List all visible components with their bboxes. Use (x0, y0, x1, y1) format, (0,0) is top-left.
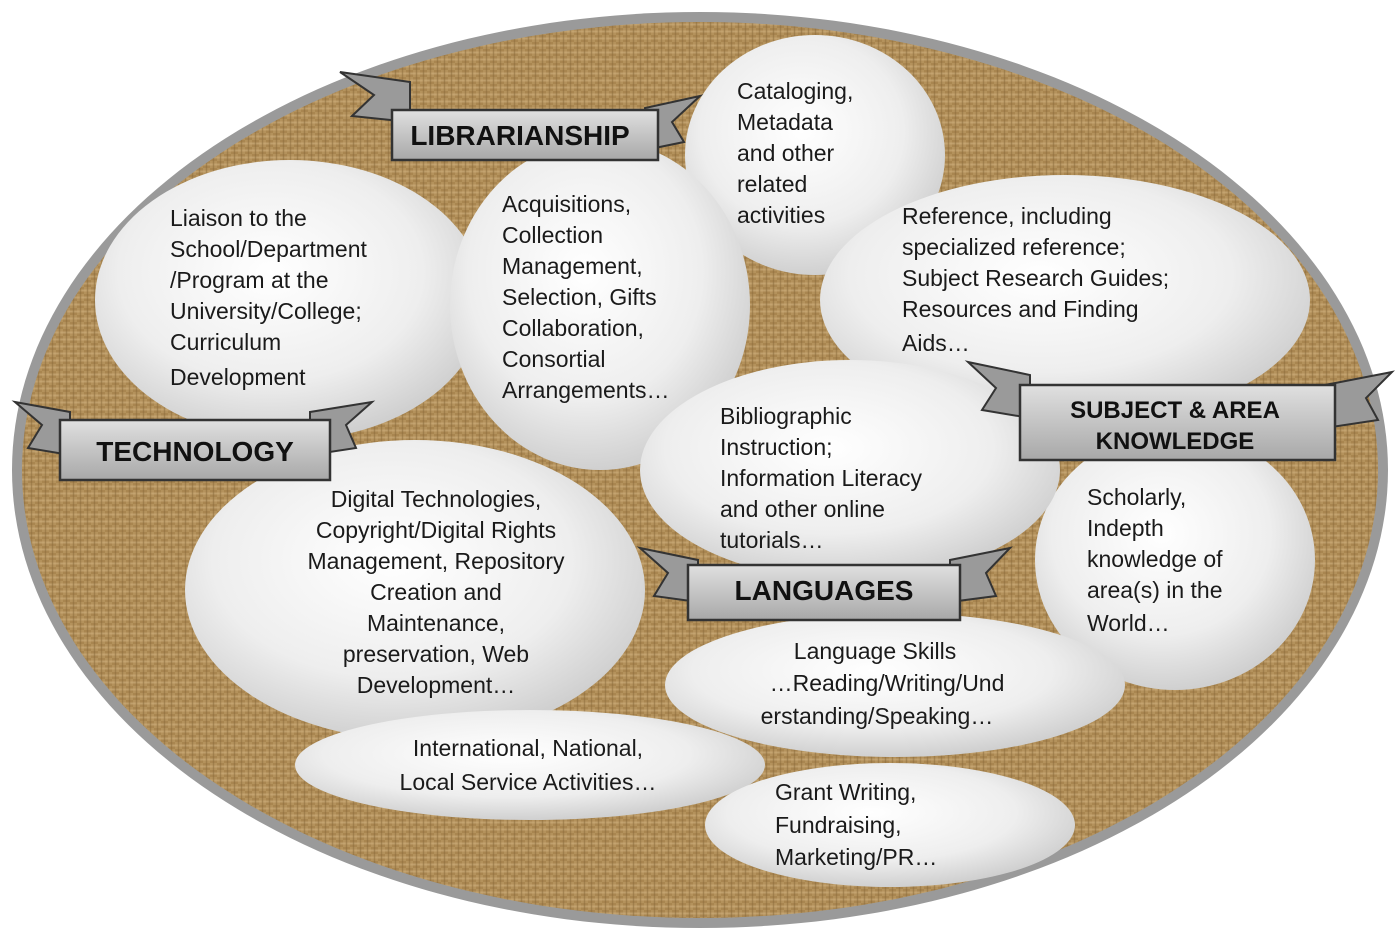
acquisitions-line: Collaboration, (502, 315, 644, 341)
grant-line: Marketing/PR… (775, 844, 937, 870)
banner-subject-line1: SUBJECT & AREA (1070, 397, 1280, 424)
digital-text: Digital Technologies, Copyright/Digital … (308, 486, 565, 698)
service-text: International, National, Local Service A… (400, 735, 657, 795)
bibliographic-line: and other online (720, 496, 885, 522)
liaison-line: University/College; (170, 298, 362, 324)
bubble-acquisitions (450, 140, 750, 470)
acquisitions-line: Selection, Gifts (502, 284, 657, 310)
reference-line: Subject Research Guides; (902, 265, 1169, 291)
reference-line: Resources and Finding (902, 296, 1139, 322)
bubble-language-skills (665, 613, 1125, 757)
grant-line: Grant Writing, (775, 779, 916, 805)
reference-text: Reference, including specialized referen… (902, 203, 1169, 356)
scholarly-line: Scholarly, (1087, 484, 1186, 510)
digital-line: Development… (357, 672, 516, 698)
bubble-reference (820, 175, 1310, 425)
service-line: International, National, (413, 735, 643, 761)
language-skills-text: Language Skills …Reading/Writing/Und ers… (761, 638, 1005, 729)
acquisitions-line: Acquisitions, (502, 191, 631, 217)
liaison-line: Development (170, 364, 306, 390)
bubble-digital (185, 440, 645, 740)
bubble-liaison (95, 160, 485, 440)
digital-line: Copyright/Digital Rights (316, 517, 556, 543)
scholarly-line: Indepth (1087, 515, 1164, 541)
scholarly-line: area(s) in the (1087, 577, 1223, 603)
cataloging-text: Cataloging, Metadata and other related a… (737, 78, 853, 228)
bibliographic-line: Instruction; (720, 434, 833, 460)
liaison-line: Liaison to the (170, 205, 307, 231)
liaison-line: School/Department (170, 236, 367, 262)
acquisitions-line: Consortial (502, 346, 606, 372)
scholarly-text: Scholarly, Indepth knowledge of area(s) … (1087, 484, 1223, 636)
service-line: Local Service Activities… (400, 769, 657, 795)
bubble-bibliographic (640, 360, 1060, 580)
reference-line: Reference, including (902, 203, 1112, 229)
bibliographic-line: Information Literacy (720, 465, 922, 491)
bubble-cataloging (685, 35, 945, 275)
banner-subject-area: SUBJECT & AREA KNOWLEDGE (964, 360, 1396, 462)
banner-languages-label: LANGUAGES (735, 575, 914, 606)
cataloging-line: Cataloging, (737, 78, 853, 104)
banner-technology-label: TECHNOLOGY (96, 436, 294, 467)
reference-line: Aids… (902, 330, 970, 356)
bubble-grant (705, 763, 1075, 887)
language-skills-line: erstanding/Speaking… (761, 703, 994, 729)
bubble-service (295, 710, 765, 820)
acquisitions-line: Management, (502, 253, 643, 279)
grant-text: Grant Writing, Fundraising, Marketing/PR… (775, 779, 937, 870)
banner-technology: TECHNOLOGY (11, 400, 376, 482)
digital-line: preservation, Web (343, 641, 529, 667)
liaison-line: Curriculum (170, 329, 281, 355)
bubble-scholarly (1035, 430, 1315, 690)
digital-line: Management, Repository (308, 548, 565, 574)
banner-subject-line2: KNOWLEDGE (1096, 428, 1255, 455)
cataloging-line: Metadata (737, 109, 833, 135)
banner-librarianship-label: LIBRARIANSHIP (410, 120, 629, 151)
cataloging-line: activities (737, 202, 825, 228)
cataloging-line: and other (737, 140, 835, 166)
banner-librarianship: LIBRARIANSHIP (339, 71, 704, 162)
bibliographic-text: Bibliographic Instruction; Information L… (720, 403, 922, 553)
digital-line: Creation and (370, 579, 502, 605)
digital-line: Digital Technologies, (331, 486, 542, 512)
acquisitions-line: Collection (502, 222, 603, 248)
bibliographic-line: tutorials… (720, 527, 824, 553)
scholarly-line: World… (1087, 610, 1170, 636)
liaison-line: /Program at the (170, 267, 329, 293)
liaison-text: Liaison to the School/Department /Progra… (170, 205, 367, 390)
language-skills-line: Language Skills (794, 638, 956, 664)
cataloging-line: related (737, 171, 807, 197)
scholarly-line: knowledge of (1087, 546, 1223, 572)
acquisitions-text: Acquisitions, Collection Management, Sel… (502, 191, 669, 403)
grant-line: Fundraising, (775, 812, 902, 838)
banner-languages: LANGUAGES (636, 546, 1013, 622)
reference-line: specialized reference; (902, 234, 1126, 260)
language-skills-line: …Reading/Writing/Und (770, 670, 1005, 696)
acquisitions-line: Arrangements… (502, 377, 669, 403)
digital-line: Maintenance, (367, 610, 505, 636)
bibliographic-line: Bibliographic (720, 403, 852, 429)
